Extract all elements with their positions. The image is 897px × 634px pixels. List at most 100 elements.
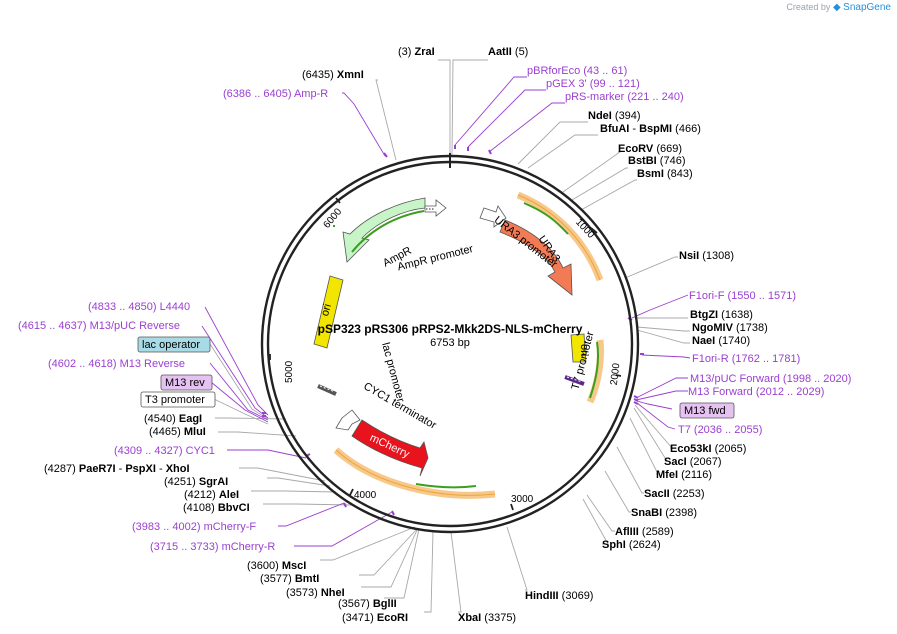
site-zrai[interactable]: ZraI xyxy=(415,46,435,58)
primer-m13-reverse[interactable]: M13 Reverse xyxy=(120,358,185,370)
svg-text:(3573) NheI: (3573) NheI xyxy=(286,587,345,599)
ura3-promoter-arrow[interactable] xyxy=(479,205,507,228)
site-sphi-pos: (2624) xyxy=(629,539,661,551)
site-msci-pos: (3600) xyxy=(247,560,279,572)
site-btgzi-pos: (1638) xyxy=(721,309,753,321)
primer-cyc1[interactable]: CYC1 xyxy=(186,445,215,457)
site-xhoi[interactable]: XhoI xyxy=(166,463,190,475)
svg-text:(4287) PaeR7I - PspXI - X: (4287) PaeR7I - PspXI - XhoI xyxy=(44,463,190,475)
site-naei[interactable]: NaeI xyxy=(692,335,715,347)
primer-t7[interactable]: T7 xyxy=(678,424,691,436)
svg-text:SacI (2067): SacI (2067) xyxy=(664,456,722,468)
site-bfuai[interactable]: BfuAI xyxy=(600,123,629,135)
primer-pgex3[interactable]: pGEX 3' xyxy=(546,78,587,90)
site-bsmi-pos: (843) xyxy=(667,168,693,180)
mcherry-arrow[interactable] xyxy=(351,419,429,477)
site-bmti[interactable]: BmtI xyxy=(295,573,319,585)
site-saci[interactable]: SacI xyxy=(664,456,687,468)
site-mlui-pos: (4465) xyxy=(149,426,181,438)
site-pspxi[interactable]: PspXI xyxy=(125,463,156,475)
m13-fwd-box[interactable] xyxy=(679,402,735,419)
svg-text:F1ori-F (1550 .. 1571): F1ori-F (1550 .. 1571) xyxy=(689,290,796,302)
primer-m13puc-reverse[interactable]: M13/pUC Reverse xyxy=(90,320,180,332)
site-snabi[interactable]: SnaBI xyxy=(631,507,662,519)
lac-operator-box[interactable] xyxy=(137,336,211,353)
credit-brand: SnapGene xyxy=(843,2,891,13)
tick-label-3000: 3000 xyxy=(511,494,534,505)
site-nsii[interactable]: NsiI xyxy=(679,250,699,262)
site-sgrai[interactable]: SgrAI xyxy=(199,476,228,488)
ori-right-arrow[interactable] xyxy=(570,333,587,363)
site-sphi[interactable]: SphI xyxy=(602,539,626,551)
primer-mcherry-f[interactable]: mCherry-F xyxy=(204,521,257,533)
svg-text:NsiI (1308): NsiI (1308) xyxy=(679,250,734,262)
site-aatii[interactable]: AatII xyxy=(488,46,512,58)
site-aatii-pos: (5) xyxy=(515,46,528,58)
tick-marks xyxy=(269,197,622,511)
site-eco53ki[interactable]: Eco53kI xyxy=(670,443,712,455)
primer-pgex3-range: (99 .. 121) xyxy=(590,78,640,90)
svg-text:EcoRV (669): EcoRV (669) xyxy=(618,143,682,155)
primer-l4440-range: (4833 .. 4850) xyxy=(88,301,157,313)
site-xbai[interactable]: XbaI xyxy=(458,612,481,624)
primer-prs-marker[interactable]: pRS-marker xyxy=(565,91,625,103)
tick-label-4000: 4000 xyxy=(354,490,377,501)
site-xmni[interactable]: XmnI xyxy=(337,69,364,81)
ampr-promoter-arrow[interactable] xyxy=(424,199,447,217)
site-hindiii[interactable]: HindIII xyxy=(525,590,559,602)
primer-f1ori-f[interactable]: F1ori-F xyxy=(689,290,725,302)
svg-text:M13 Forward (2012 .. 2029): M13 Forward (2012 .. 2029) xyxy=(688,386,824,398)
ori-left-arrow[interactable] xyxy=(313,275,344,349)
plasmid-size: 6753 bp xyxy=(430,337,470,349)
svg-text:pBRforEco (43 .. 61): pBRforEco (43 .. 61) xyxy=(527,65,627,77)
site-ndei[interactable]: NdeI xyxy=(588,110,612,122)
site-xbai-pos: (3375) xyxy=(484,612,516,624)
site-ngomiv-pos: (1738) xyxy=(736,322,768,334)
site-aflii[interactable]: AflIII xyxy=(615,526,639,538)
primer-m13puc-forward[interactable]: M13/pUC Forward xyxy=(690,373,780,385)
site-bspmi[interactable]: BspMI xyxy=(639,123,672,135)
primer-f1ori-r[interactable]: F1ori-R xyxy=(692,353,729,365)
site-mlui[interactable]: MluI xyxy=(184,426,206,438)
svg-text:NdeI (394): NdeI (394) xyxy=(588,110,641,122)
primer-mcherry-r[interactable]: mCherry-R xyxy=(222,541,276,553)
site-paer7i[interactable]: PaeR7I xyxy=(79,463,116,475)
site-ecorv[interactable]: EcoRV xyxy=(618,143,654,155)
primer-l4440[interactable]: L4440 xyxy=(160,301,191,313)
site-bstbi[interactable]: BstBI xyxy=(628,155,657,167)
site-btgzi[interactable]: BtgZI xyxy=(690,309,718,321)
right-orf-line xyxy=(589,341,600,399)
site-msci[interactable]: MscI xyxy=(282,560,306,572)
site-ngomiv[interactable]: NgoMIV xyxy=(692,322,734,334)
site-eagi[interactable]: EagI xyxy=(179,413,202,425)
svg-text:AflIII (2589): AflIII (2589) xyxy=(615,526,674,538)
site-nhei[interactable]: NheI xyxy=(321,587,345,599)
credit-prefix: Created by xyxy=(786,2,831,12)
svg-text:HindIII (3069): HindIII (3069) xyxy=(525,590,593,602)
primer-amp-r[interactable]: Amp-R xyxy=(294,88,328,100)
primer-pbrforeco[interactable]: pBRforEco xyxy=(527,65,580,77)
cyc1-terminator-arrow[interactable] xyxy=(335,409,361,431)
ura3-arrow[interactable] xyxy=(499,219,573,296)
site-alei[interactable]: AleI xyxy=(219,489,239,501)
site-mfei[interactable]: MfeI xyxy=(656,469,678,481)
site-bbvci[interactable]: BbvCI xyxy=(218,502,250,514)
primer-m13-forward[interactable]: M13 Forward xyxy=(688,386,753,398)
svg-text:NgoMIV (1738): NgoMIV (1738) xyxy=(692,322,768,334)
m13-fwd-label: M13 fwd xyxy=(684,405,726,417)
svg-text:(4108) BbvCI: (4108) BbvCI xyxy=(183,502,250,514)
ampr-arrow[interactable] xyxy=(342,197,426,263)
svg-text:pRS-marker (221 .. 240): pRS-marker (221 .. 240) xyxy=(565,91,684,103)
primer-mcherry-r-range: (3715 .. 3733) xyxy=(150,541,219,553)
primer-prs-marker-range: (221 .. 240) xyxy=(627,91,683,103)
site-sacii[interactable]: SacII xyxy=(644,488,670,500)
m13-rev-box[interactable] xyxy=(160,374,213,391)
site-bglii[interactable]: BglII xyxy=(373,598,397,610)
site-ecori-pos: (3471) xyxy=(342,612,374,624)
site-bsmi[interactable]: BsmI xyxy=(637,168,664,180)
svg-text:(4251) SgrAI: (4251) SgrAI xyxy=(164,476,228,488)
t3-promoter-box[interactable] xyxy=(140,391,216,408)
svg-text:T7 (2036 .. 2055): T7 (2036 .. 2055) xyxy=(678,424,762,436)
site-ecori[interactable]: EcoRI xyxy=(377,612,408,624)
site-zrai-pos: (3) xyxy=(398,46,411,58)
